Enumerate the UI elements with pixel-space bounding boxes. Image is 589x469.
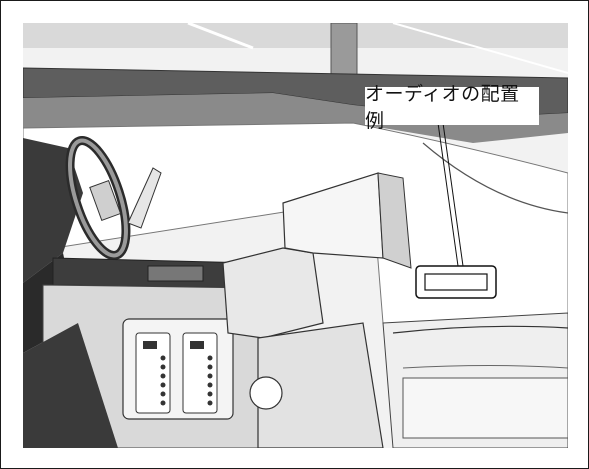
callout-label: オーディオの配置例: [365, 83, 520, 132]
audio-placement-callout: オーディオの配置例: [365, 83, 539, 132]
